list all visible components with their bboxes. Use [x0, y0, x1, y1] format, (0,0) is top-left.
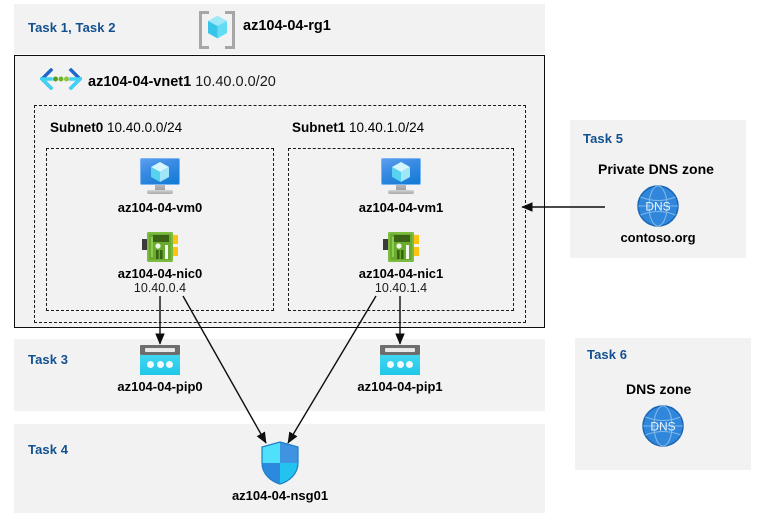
- dns-zone-icon: DNS: [641, 404, 685, 448]
- vnet-name: az104-04-vnet1: [88, 74, 192, 90]
- subnet1-name: Subnet1: [292, 120, 346, 135]
- cube-glyph: [208, 15, 227, 39]
- pip1-node[interactable]: az104-04-pip1: [350, 345, 450, 394]
- subnet0-header: Subnet0 10.40.0.0/24: [50, 120, 182, 135]
- private-dns-node[interactable]: DNS contoso.org: [608, 184, 708, 245]
- dns-node[interactable]: DNS: [613, 404, 713, 448]
- pip1-name: az104-04-pip1: [357, 379, 443, 394]
- subnets-container: [34, 105, 526, 323]
- network-interface-icon: [383, 231, 419, 263]
- subnet1-resources-box: [288, 148, 514, 311]
- nsg-name: az104-04-nsg01: [231, 488, 329, 503]
- nsg-node[interactable]: az104-04-nsg01: [230, 441, 330, 503]
- task-label-4: Task 4: [28, 442, 69, 457]
- nic1-name: az104-04-nic1: [358, 266, 444, 281]
- resource-group-panel: [14, 4, 545, 54]
- task-label-3: Task 3: [28, 352, 69, 367]
- nic0-node[interactable]: az104-04-nic0 10.40.0.4: [110, 231, 210, 296]
- public-ip-icon: [380, 345, 420, 375]
- network-interface-icon: [142, 231, 178, 263]
- subnet0-name: Subnet0: [50, 120, 104, 135]
- resource-group-icon: [199, 9, 235, 49]
- nic1-node[interactable]: az104-04-nic1 10.40.1.4: [351, 231, 451, 296]
- virtual-machine-icon: [379, 158, 423, 196]
- vm1-node[interactable]: az104-04-vm1: [351, 158, 451, 215]
- nic0-name: az104-04-nic0: [117, 266, 203, 281]
- public-ip-icon: [140, 345, 180, 375]
- private-dns-name: contoso.org: [620, 230, 696, 245]
- cube-glyph: [392, 162, 410, 182]
- resource-group-name: az104-04-rg1: [243, 18, 331, 34]
- nic0-private-ip: 10.40.0.4: [133, 281, 187, 295]
- subnet1-header: Subnet1 10.40.1.0/24: [292, 120, 424, 135]
- cube-glyph: [151, 162, 169, 182]
- nic1-private-ip: 10.40.1.4: [374, 281, 428, 295]
- task-label-1-2: Task 1, Task 2: [28, 20, 116, 35]
- svg-text:DNS: DNS: [645, 200, 670, 214]
- vnet-address-space: 10.40.0.0/20: [195, 74, 276, 90]
- vm0-name: az104-04-vm0: [117, 200, 203, 215]
- vnet-panel: [14, 55, 545, 328]
- subnet0-prefix: 10.40.0.0/24: [107, 120, 183, 135]
- private-dns-heading: Private DNS zone: [598, 161, 714, 177]
- vm0-node[interactable]: az104-04-vm0: [110, 158, 210, 215]
- network-security-group-icon: [260, 441, 300, 485]
- virtual-network-icon: [37, 67, 85, 91]
- dns-zone-icon: DNS: [636, 184, 680, 228]
- task-label-5: Task 5: [583, 131, 624, 146]
- dns-heading: DNS zone: [626, 381, 692, 397]
- vnet-title: az104-04-vnet1 10.40.0.0/20: [88, 74, 276, 90]
- task-label-6: Task 6: [587, 347, 628, 362]
- dns-panel: [575, 338, 751, 470]
- subnet1-prefix: 10.40.1.0/24: [349, 120, 425, 135]
- vm1-name: az104-04-vm1: [358, 200, 444, 215]
- public-ip-panel: [14, 339, 545, 411]
- pip0-node[interactable]: az104-04-pip0: [110, 345, 210, 394]
- svg-text:DNS: DNS: [650, 420, 675, 434]
- pip0-name: az104-04-pip0: [117, 379, 203, 394]
- virtual-machine-icon: [138, 158, 182, 196]
